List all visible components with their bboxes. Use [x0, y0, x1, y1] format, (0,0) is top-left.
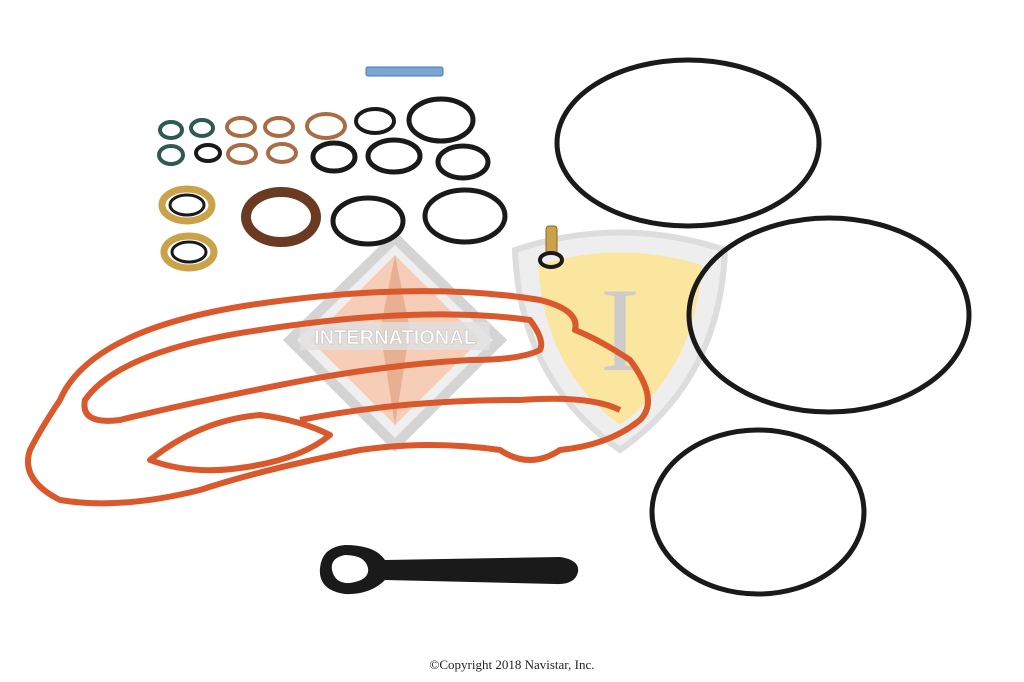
loop-gasket [319, 545, 579, 595]
shield-logo-watermark: I [511, 229, 729, 454]
spring [365, 66, 444, 77]
sealing-washers [158, 185, 321, 272]
copyright-notice: ©Copyright 2018 Navistar, Inc. [429, 657, 595, 672]
small-o-rings [157, 96, 508, 247]
watermark-shield-letter: I [600, 263, 640, 396]
large-o-rings [554, 57, 972, 597]
watermark-brand-text: INTERNATIONAL [314, 327, 476, 349]
valve-pin [538, 225, 564, 269]
oil-cooler-gasket [25, 288, 651, 507]
